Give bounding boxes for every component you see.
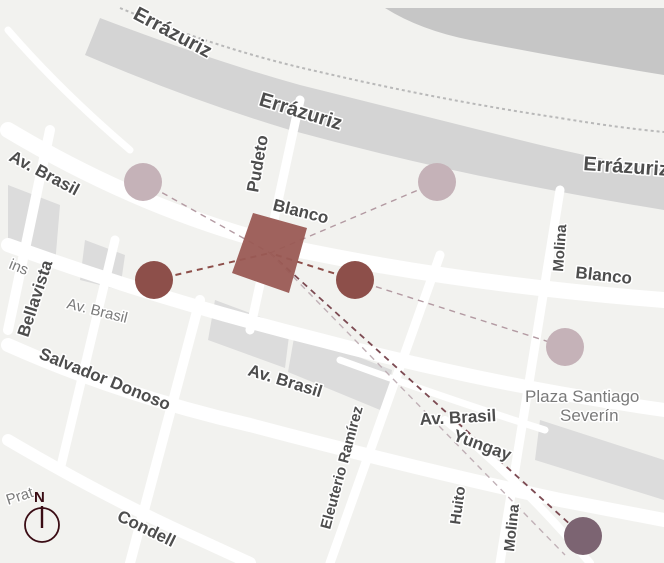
node-lower-right[interactable] bbox=[546, 328, 584, 366]
rail-line bbox=[119, 7, 664, 133]
water-area bbox=[385, 8, 664, 75]
street-label-molina-upper: Molina bbox=[550, 223, 570, 272]
errazuriz-highway bbox=[85, 18, 664, 210]
node-right[interactable] bbox=[336, 261, 374, 299]
north-arrow: N bbox=[24, 489, 60, 543]
node-upper-right[interactable] bbox=[418, 163, 456, 201]
north-label: N bbox=[34, 489, 45, 506]
place-label-plaza-line2: Severín bbox=[560, 406, 619, 425]
highlighted-block[interactable] bbox=[232, 213, 307, 293]
node-bottom-right[interactable] bbox=[564, 517, 602, 555]
node-left[interactable] bbox=[135, 261, 173, 299]
node-upper-left[interactable] bbox=[124, 163, 162, 201]
place-label-plaza-line1: Plaza Santiago bbox=[525, 387, 639, 406]
